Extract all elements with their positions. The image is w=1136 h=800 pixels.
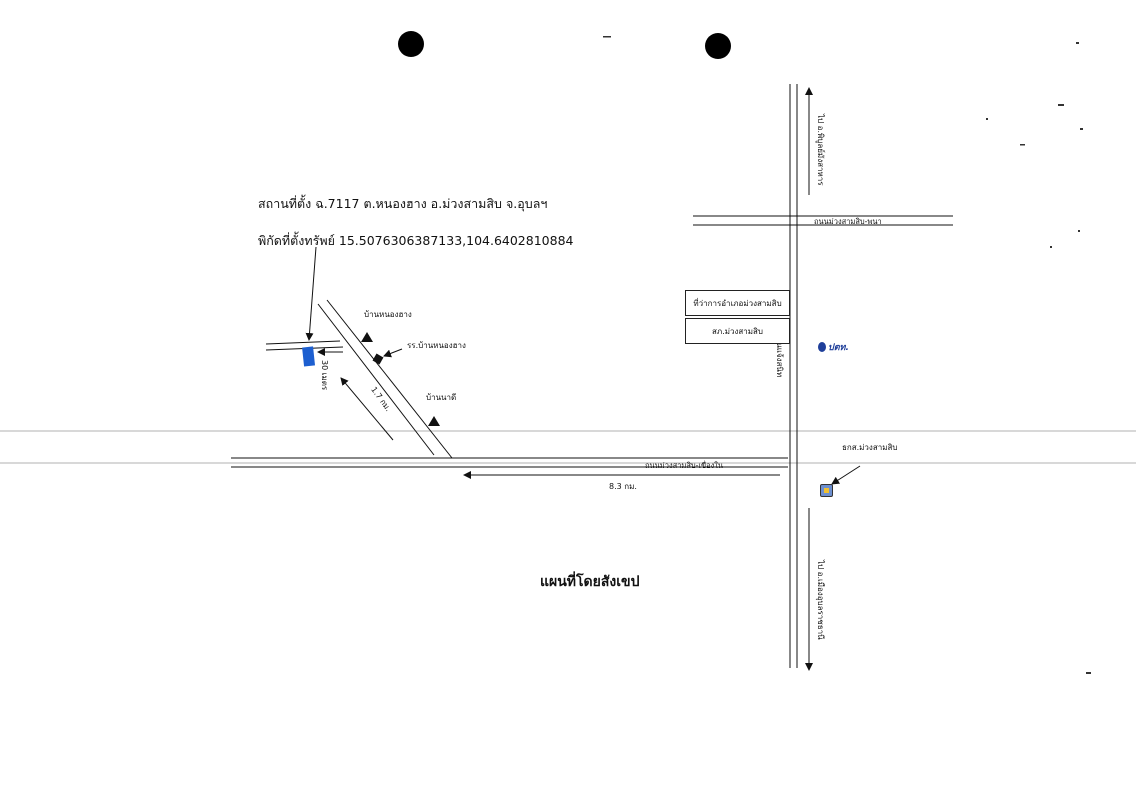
distance-1-7km-arrow xyxy=(340,377,394,441)
ptt-logo: ปตท. xyxy=(818,340,849,354)
property-plot xyxy=(302,346,316,367)
location-title: สถานที่ตั้ง ฉ.7117 ต.หนองฮาง อ.ม่วงสามสิ… xyxy=(258,196,548,211)
road-muang-khueang-nai xyxy=(231,457,788,468)
village-nong-hang-label: บ้านหนองฮาง xyxy=(364,310,412,319)
village-na-di-label: บ้านนาดี xyxy=(426,393,457,402)
sketch-map-title: แผนที่โดยสังเขป xyxy=(540,574,640,590)
ptt-drop-icon xyxy=(818,342,826,352)
distance-30m-label: 30 เมตร xyxy=(320,360,329,391)
village-nong-hang-triangle xyxy=(361,332,373,342)
district-office-box: ที่ว่าการอำเภอม่วงสามสิบ xyxy=(685,290,790,316)
bank-label: ธกส.ม่วงสามสิบ xyxy=(842,443,898,452)
police-station-box: สภ.ม่วงสามสิบ xyxy=(685,318,790,344)
bank-arrow xyxy=(831,465,861,485)
coordinates-title: พิกัดที่ตั้งทรัพย์ 15.5076306387133,104.… xyxy=(258,233,574,248)
south-destination-label: ไป อ.เมืองอุบลราชธานี xyxy=(816,560,825,640)
village-na-di-triangle xyxy=(428,416,440,426)
highway-road xyxy=(789,84,798,668)
police-station-label: สภ.ม่วงสามสิบ xyxy=(712,326,763,336)
bank-icon xyxy=(820,484,833,497)
school-marker xyxy=(372,353,384,365)
plot-leader-arrow xyxy=(305,246,317,341)
side-road xyxy=(317,299,453,459)
district-office-label: ที่ว่าการอำเภอม่วงสามสิบ xyxy=(693,298,782,308)
ptt-logo-text: ปตท. xyxy=(828,343,849,353)
punch-hole-right xyxy=(705,33,731,59)
scan-specks xyxy=(603,36,1091,674)
school-label: รร.บ้านหนองฮาง xyxy=(407,341,466,350)
distance-8-3km-label: 8.3 กม. xyxy=(609,482,637,491)
road-muang-phana xyxy=(693,215,953,226)
school-arrow xyxy=(383,348,403,358)
road-muang-phana-label: ถนนม่วงสามสิบ-พนา xyxy=(814,217,882,226)
punch-hole-left xyxy=(398,31,424,57)
north-destination-label: ไป อ.พิบูลย์มังสาหาร xyxy=(816,114,825,186)
road-muang-khueang-nai-label: ถนนม่วงสามสิบ-เขื่องใน xyxy=(645,461,724,470)
